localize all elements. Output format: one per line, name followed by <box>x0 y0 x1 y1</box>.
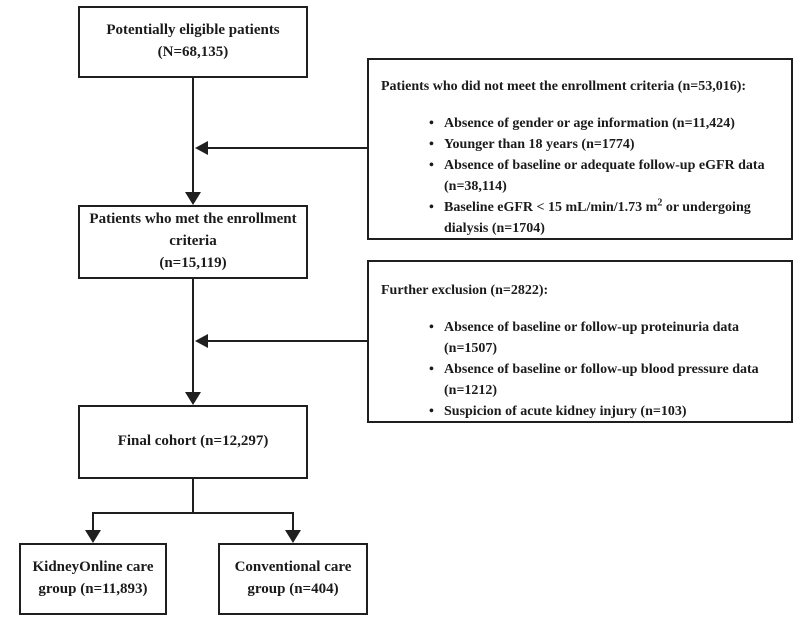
arrowhead-into-conventional-icon <box>285 530 301 543</box>
exclusion1-arrowhead-icon <box>195 141 208 155</box>
exclusion2-title: Further exclusion (n=2822): <box>381 283 549 298</box>
connector-met-to-final <box>192 279 194 393</box>
box-kidneyonline-care-group: KidneyOnline care group (n=11,893) <box>19 543 167 615</box>
exclusion1-connector-line <box>207 147 367 149</box>
box-met-enrollment-criteria-label: Patients who met the enrollment criteria… <box>89 211 297 271</box>
exclusion2-arrowhead-icon <box>195 334 208 348</box>
exclusion2-bullet-list: Absence of baseline or follow-up protein… <box>381 317 785 422</box>
exclusion-box-not-met-criteria: Patients who did not meet the enrollment… <box>367 58 793 240</box>
branch-horizontal-line <box>92 512 294 514</box>
box-conventional-care-group: Conventional care group (n=404) <box>218 543 368 615</box>
box-potentially-eligible-label: Potentially eligible patients (N=68,135) <box>106 22 280 60</box>
arrowhead-into-final-cohort-icon <box>185 392 201 405</box>
branch-right-vertical-line <box>292 512 294 531</box>
connector-eligible-to-met <box>192 78 194 193</box>
box-met-enrollment-criteria: Patients who met the enrollment criteria… <box>78 205 308 279</box>
exclusion2-bullet-aki: Suspicion of acute kidney injury (n=103) <box>427 401 785 422</box>
egfr-bullet-post: or undergoing dialysis (n=1704) <box>444 200 751 236</box>
exclusion1-bullet-list: Absence of gender or age information (n=… <box>381 113 785 239</box>
box-final-cohort-label: Final cohort (n=12,297) <box>117 433 269 450</box>
exclusion1-title: Patients who did not meet the enrollment… <box>381 79 747 94</box>
box-final-cohort: Final cohort (n=12,297) <box>78 405 308 479</box>
egfr-superscript-2: 2 <box>657 197 663 209</box>
arrowhead-into-kidneyonline-icon <box>85 530 101 543</box>
box-kidneyonline-care-group-label: KidneyOnline care group (n=11,893) <box>32 559 154 597</box>
egfr-bullet-pre: Baseline eGFR < 15 mL/min/1.73 m <box>444 200 658 215</box>
exclusion1-bullet-gender-age: Absence of gender or age information (n=… <box>427 113 785 134</box>
exclusion1-bullet-younger-18: Younger than 18 years (n=1774) <box>427 134 785 155</box>
exclusion1-bullet-egfr-data: Absence of baseline or adequate follow-u… <box>427 155 785 197</box>
arrowhead-into-met-criteria-icon <box>185 192 201 205</box>
exclusion1-bullet-egfr-dialysis: Baseline eGFR < 15 mL/min/1.73 m2 or und… <box>427 197 785 239</box>
exclusion2-connector-line <box>207 340 367 342</box>
box-conventional-care-group-label: Conventional care group (n=404) <box>234 559 352 597</box>
exclusion2-bullet-blood-pressure: Absence of baseline or follow-up blood p… <box>427 359 785 401</box>
connector-final-to-branch <box>192 479 194 514</box>
branch-left-vertical-line <box>92 512 94 531</box>
box-potentially-eligible: Potentially eligible patients (N=68,135) <box>78 6 308 78</box>
exclusion-box-further-exclusion: Further exclusion (n=2822): Absence of b… <box>367 260 793 423</box>
exclusion2-bullet-proteinuria: Absence of baseline or follow-up protein… <box>427 317 785 359</box>
